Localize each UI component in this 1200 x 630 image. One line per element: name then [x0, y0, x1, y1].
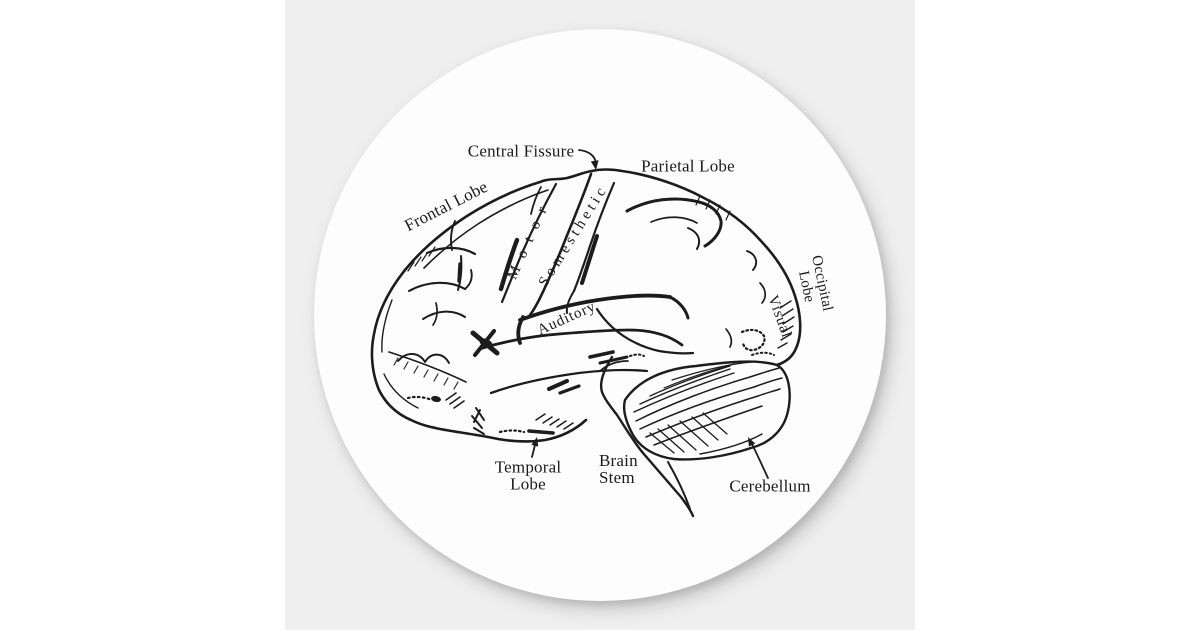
label-brain-stem: Brain Stem [599, 451, 638, 487]
label-central-fissure: Central Fissure [467, 141, 575, 161]
label-temporal-lobe-line2: Lobe [510, 474, 546, 493]
label-brain-stem-line1: Brain [599, 451, 638, 470]
lateral-fissure [470, 293, 695, 357]
brain-stem-drawing [599, 355, 695, 518]
label-temporal-lobe-line1: Temporal [494, 457, 562, 477]
sulci [388, 181, 766, 409]
arrow-central-fissure [578, 149, 599, 170]
central-fissure-line [528, 172, 593, 317]
arrow-cerebellum [748, 437, 769, 479]
cerebellum-drawing [622, 360, 791, 461]
label-brain-stem-line2: Stem [599, 467, 635, 487]
label-parietal-lobe: Parietal Lobe [641, 156, 735, 176]
label-temporal-lobe: Temporal Lobe [494, 457, 562, 493]
occipital-detail [725, 300, 795, 356]
arrow-temporal-lobe [531, 437, 539, 458]
label-cerebellum: Cerebellum [729, 476, 811, 496]
temporal-detail [471, 350, 649, 435]
